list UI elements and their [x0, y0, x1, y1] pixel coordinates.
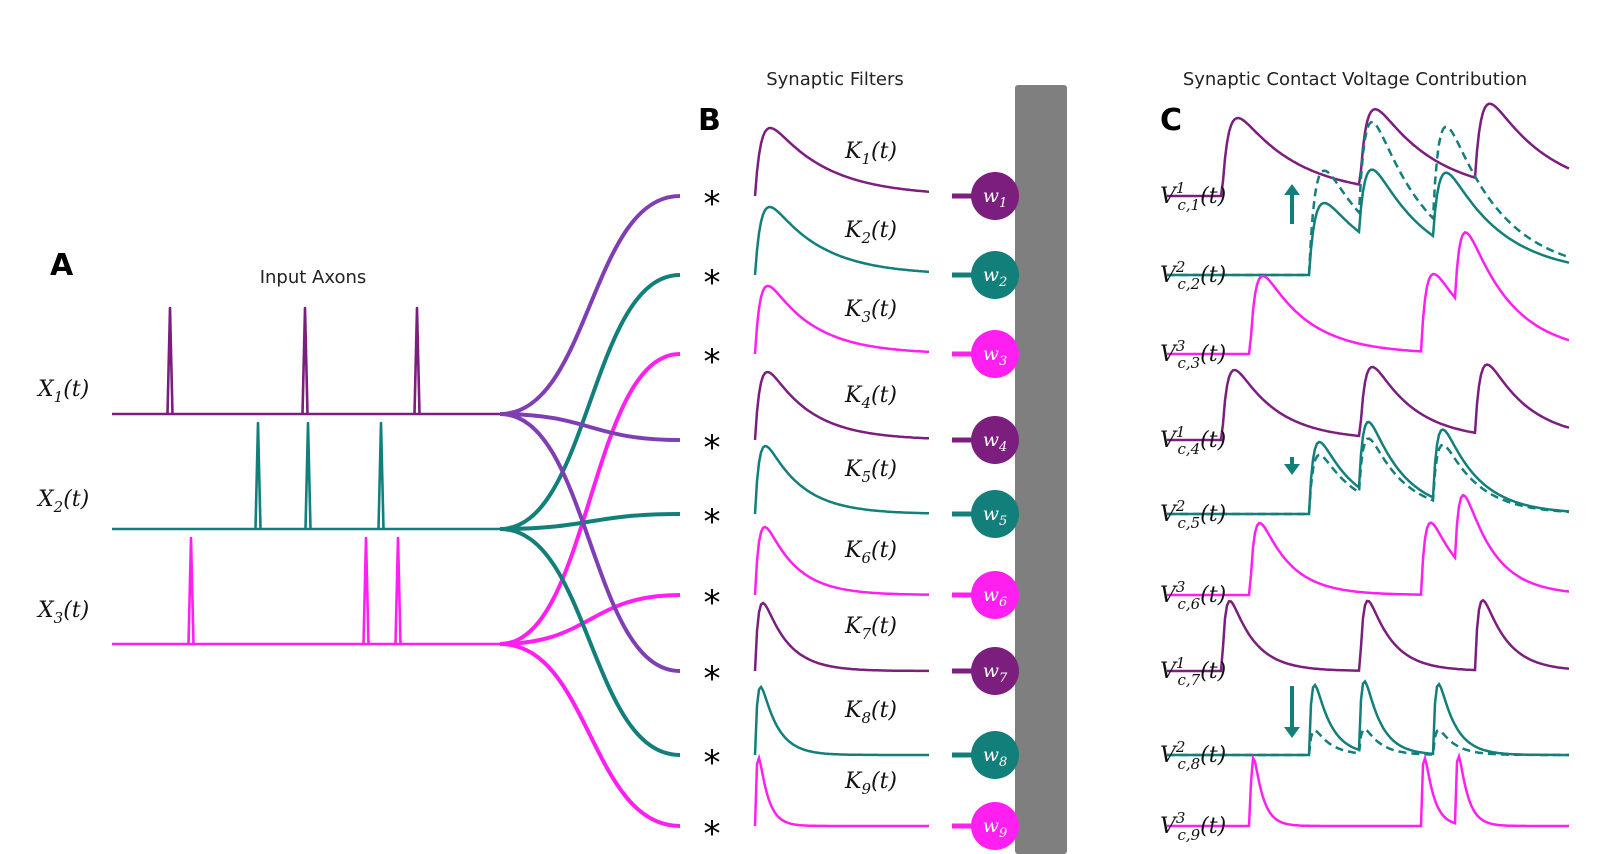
filter-curve-9 — [753, 753, 929, 828]
scale-down-arrow-icon-large — [1284, 727, 1300, 738]
voltage-trace-3 — [1167, 231, 1570, 356]
synaptic-filters-group: * K1(t) w1 * K2(t) w2 * K3(t) w3 * K4(t) w4 * K5(t) w5… — [704, 126, 1019, 854]
weight-node-4 — [971, 416, 1019, 464]
voltage-trace-7 — [1167, 598, 1570, 673]
filter-curve-1 — [753, 126, 930, 197]
convolution-operator-6: * — [704, 583, 721, 623]
weight-node-3 — [971, 330, 1019, 378]
voltage-trace-reference-5 — [1167, 437, 1570, 516]
axon-trace-3 — [112, 536, 502, 646]
voltage-trace-reference-2 — [1167, 121, 1570, 277]
input-label-x2: X2(t) — [36, 487, 89, 516]
weight-node-2 — [971, 251, 1019, 299]
convolution-operator-4: * — [704, 428, 721, 468]
voltage-trace-8 — [1167, 679, 1569, 757]
voltage-trace-1 — [1167, 102, 1570, 198]
filter-label-k7: K7(t) — [844, 614, 897, 643]
filter-curve-2 — [753, 205, 930, 276]
weight-label-w8: w8 — [983, 744, 1008, 770]
voltage-trace-5 — [1167, 420, 1570, 516]
weight-label-w6: w6 — [983, 584, 1008, 610]
axon-trace-1 — [112, 306, 502, 416]
convolution-operator-7: * — [704, 659, 721, 699]
weight-node-9 — [971, 802, 1019, 850]
connection-wire-4 — [499, 412, 681, 442]
input-axons-heading: Input Axons — [260, 267, 367, 288]
voltage-trace-4 — [1167, 363, 1570, 442]
panel-c-letter: C — [1160, 103, 1182, 138]
synaptic-filters-heading: Synaptic Filters — [766, 69, 904, 90]
connection-wires-group — [499, 194, 681, 828]
weight-node-1 — [971, 172, 1019, 220]
filter-curve-4 — [753, 370, 929, 441]
input-label-x1: X1(t) — [36, 377, 89, 406]
weight-node-8 — [971, 731, 1019, 779]
connection-wire-3 — [499, 352, 681, 646]
scale-up-arrow-icon — [1284, 184, 1300, 195]
filter-label-k5: K5(t) — [844, 457, 897, 486]
convolution-operator-9: * — [704, 814, 721, 854]
convolution-operator-8: * — [704, 743, 721, 783]
axon-trace-2 — [112, 421, 502, 531]
weight-node-7 — [971, 647, 1019, 695]
panel-b-letter: B — [698, 103, 721, 138]
convolution-operator-5: * — [704, 502, 721, 542]
divider-bar — [1015, 85, 1067, 854]
filter-label-k8: K8(t) — [844, 698, 897, 727]
convolution-operator-3: * — [704, 342, 721, 382]
filter-curve-7 — [753, 601, 929, 673]
connection-wire-2 — [499, 273, 681, 531]
filter-curve-5 — [753, 444, 930, 515]
connection-wire-9 — [499, 642, 681, 828]
connection-wire-7 — [499, 412, 681, 673]
weight-label-w9: w9 — [983, 815, 1008, 841]
filter-curve-8 — [753, 684, 929, 757]
filter-label-k4: K4(t) — [844, 383, 897, 412]
weight-node-5 — [971, 490, 1019, 538]
panel-a-letter: A — [50, 248, 74, 283]
filter-label-k2: K2(t) — [844, 218, 897, 247]
weight-label-w2: w2 — [983, 264, 1008, 290]
scale-down-arrow-icon — [1284, 464, 1300, 475]
filter-label-k3: K3(t) — [844, 297, 897, 326]
weight-node-6 — [971, 571, 1019, 619]
filter-label-k1: K1(t) — [844, 139, 897, 168]
connection-wire-6 — [499, 593, 681, 646]
convolution-operator-1: * — [704, 184, 721, 224]
weight-label-w3: w3 — [983, 343, 1008, 369]
input-axons-group: X1(t) X2(t) X3(t) — [36, 306, 502, 646]
weight-label-w5: w5 — [983, 503, 1008, 529]
weight-label-w4: w4 — [983, 429, 1008, 455]
voltage-trace-9 — [1167, 752, 1569, 828]
filter-curve-6 — [753, 525, 930, 596]
voltage-trace-reference-8 — [1167, 727, 1569, 757]
weight-label-w1: w1 — [983, 185, 1008, 211]
convolution-operator-2: * — [704, 263, 721, 303]
connection-wire-1 — [499, 194, 681, 416]
filter-curve-3 — [753, 284, 930, 355]
input-label-x3: X3(t) — [36, 598, 89, 627]
weight-label-w7: w7 — [983, 660, 1008, 686]
connection-wire-5 — [499, 512, 681, 531]
voltage-trace-6 — [1167, 493, 1570, 597]
voltage-contribution-heading: Synaptic Contact Voltage Contribution — [1183, 69, 1527, 90]
filter-label-k6: K6(t) — [844, 538, 897, 567]
connection-wire-8 — [499, 527, 681, 757]
filter-label-k9: K9(t) — [844, 769, 897, 798]
